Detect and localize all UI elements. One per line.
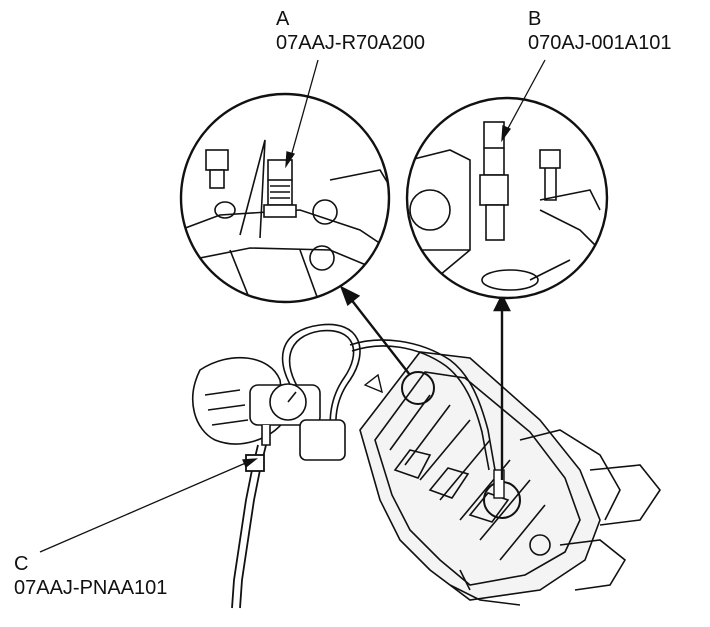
- callout-a-letter: A: [276, 8, 290, 30]
- callout-b-part-number: 070AJ-001A101: [528, 32, 672, 54]
- callout-c-part-number: 07AAJ-PNAA101: [14, 577, 168, 599]
- magnified-view-a: [179, 92, 391, 304]
- location-circle-a: [401, 371, 435, 405]
- arrow-to-view-a: [339, 285, 411, 376]
- adapter-b-installed: [493, 469, 505, 499]
- pressure-hose: [281, 323, 496, 471]
- cylinder-head: [359, 351, 661, 606]
- hose-c: [231, 444, 267, 609]
- marker-b-label: [363, 373, 383, 394]
- callout-c-letter: C: [14, 553, 29, 575]
- callout-b-letter: B: [528, 8, 542, 30]
- hand-with-tester: [192, 356, 346, 461]
- callout-a-part-number: 07AAJ-R70A200: [276, 32, 425, 54]
- magnified-view-b: [405, 96, 609, 300]
- arrow-to-view-b: [493, 293, 511, 480]
- leader-lines: [39, 59, 546, 553]
